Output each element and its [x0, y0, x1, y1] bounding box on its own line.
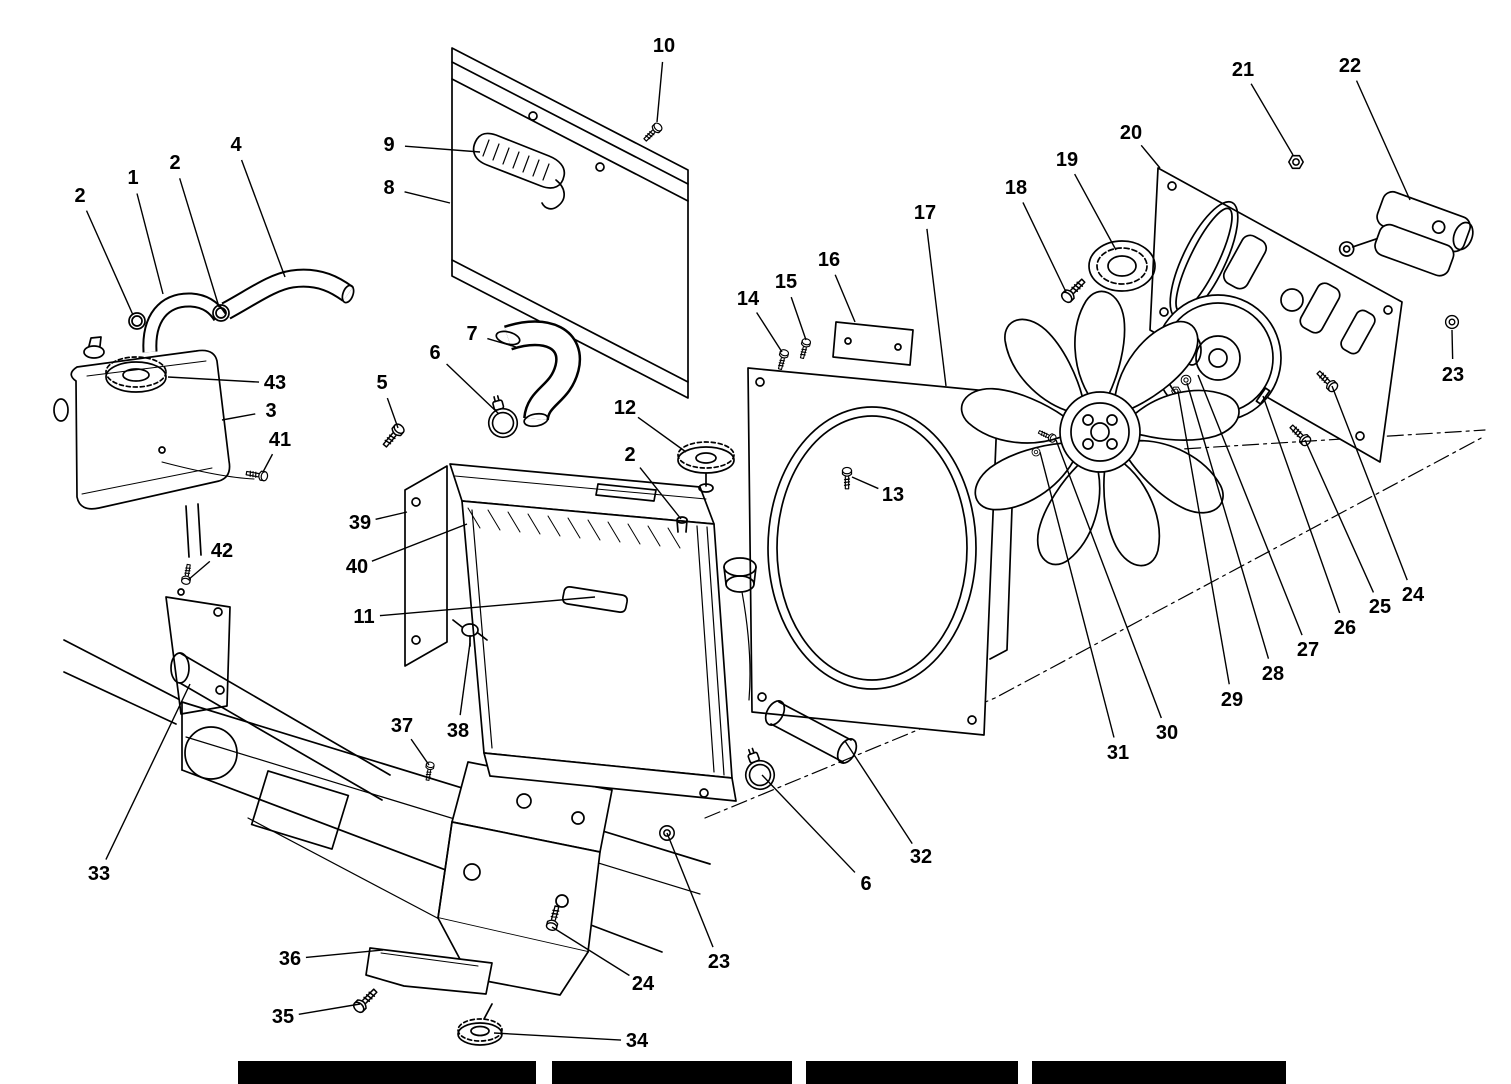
shroud-bracket-16 — [832, 321, 914, 366]
coolant-reservoir-group — [53, 268, 355, 558]
callout-9: 9 — [383, 134, 395, 156]
hose-clamp-2-b — [212, 304, 230, 322]
callout-29: 29 — [1220, 689, 1244, 711]
callout-33: 33 — [87, 863, 111, 885]
bracket-bolt-37 — [423, 760, 436, 782]
callout-42: 42 — [210, 540, 234, 562]
callout-35: 35 — [271, 1006, 295, 1028]
radiator-pin-2 — [676, 516, 688, 533]
callout-6: 6 — [429, 342, 441, 364]
callout-34: 34 — [625, 1030, 649, 1052]
callout-13: 13 — [881, 484, 905, 506]
redacted-text-block — [552, 1061, 792, 1084]
callout-28: 28 — [1261, 663, 1285, 685]
callout-31: 31 — [1106, 742, 1130, 764]
callout-8: 8 — [383, 177, 395, 199]
top-panel-group — [451, 47, 689, 399]
reservoir-cap-43 — [105, 356, 167, 393]
radiator-side-bracket-39 — [404, 465, 448, 667]
radiator-core-40 — [461, 500, 733, 779]
callout-27: 27 — [1296, 639, 1320, 661]
redacted-text-block — [1032, 1061, 1286, 1084]
callout-15: 15 — [774, 271, 798, 293]
callout-1: 1 — [127, 167, 139, 189]
callout-21: 21 — [1231, 59, 1255, 81]
callout-36: 36 — [278, 948, 302, 970]
shroud-screw-15 — [797, 337, 812, 360]
panel-screw-10 — [641, 120, 665, 144]
callout-40: 40 — [345, 556, 369, 578]
callout-5: 5 — [376, 372, 388, 394]
washer-23 — [659, 825, 675, 841]
callout-37: 37 — [390, 715, 414, 737]
fan-shroud-group — [747, 321, 1014, 736]
drain-cap-group — [457, 1003, 503, 1046]
callout-4: 4 — [230, 134, 242, 156]
callout-25: 25 — [1368, 596, 1392, 618]
callout-43: 43 — [263, 372, 287, 394]
callout-20: 20 — [1119, 122, 1143, 144]
radiator-screw-5 — [379, 421, 407, 450]
callout-30: 30 — [1155, 722, 1179, 744]
radiator-group — [379, 391, 757, 802]
hose-clamp-6-lower — [736, 743, 780, 795]
callout-11: 11 — [353, 606, 375, 628]
hose-clamp-6-upper — [481, 391, 522, 442]
redacted-text-block — [238, 1061, 536, 1084]
radiator-cap-12 — [677, 441, 735, 493]
radiator-label-11 — [562, 586, 628, 613]
fan-spacer-group — [1058, 240, 1156, 306]
hose-clamp-2-a — [128, 312, 146, 330]
panel-handle — [472, 132, 566, 210]
pump-screw-23 — [1444, 314, 1460, 330]
callout-17: 17 — [913, 202, 937, 224]
fan-bolt-18 — [1058, 275, 1089, 306]
callout-12: 12 — [613, 397, 637, 419]
callout-24: 24 — [1401, 584, 1425, 606]
callout-10: 10 — [652, 35, 676, 57]
callout-32: 32 — [909, 846, 933, 868]
callout-16: 16 — [817, 249, 841, 271]
callout-6: 6 — [860, 873, 872, 895]
callout-24: 24 — [631, 973, 655, 995]
shield-bolt-35 — [350, 985, 381, 1016]
plate-nut-21 — [1288, 154, 1304, 170]
callout-41: 41 — [268, 429, 292, 451]
callout-23: 23 — [707, 951, 731, 973]
callout-23: 23 — [1441, 364, 1465, 386]
callout-3: 3 — [265, 400, 277, 422]
callout-38: 38 — [446, 720, 470, 742]
callout-26: 26 — [1333, 617, 1357, 639]
callout-14: 14 — [736, 288, 760, 310]
reservoir-screw-41 — [245, 468, 269, 482]
frame-screw-42 — [180, 563, 194, 586]
shroud-screw-14 — [775, 348, 790, 371]
callout-22: 22 — [1338, 55, 1362, 77]
callout-2: 2 — [624, 444, 636, 466]
pulley-bolt-25 — [1287, 422, 1314, 449]
callout-18: 18 — [1004, 177, 1028, 199]
upper-hose-group — [495, 320, 582, 428]
lower-shield-group — [350, 947, 493, 1016]
callout-7: 7 — [466, 323, 478, 345]
redacted-text-block — [806, 1061, 1018, 1084]
callout-19: 19 — [1055, 149, 1079, 171]
hydraulic-pump-group — [1338, 190, 1474, 330]
callout-2: 2 — [169, 152, 181, 174]
callout-39: 39 — [348, 512, 372, 534]
overflow-tube — [741, 591, 751, 701]
reservoir-tank-3 — [70, 349, 231, 510]
callout-2: 2 — [74, 185, 86, 207]
